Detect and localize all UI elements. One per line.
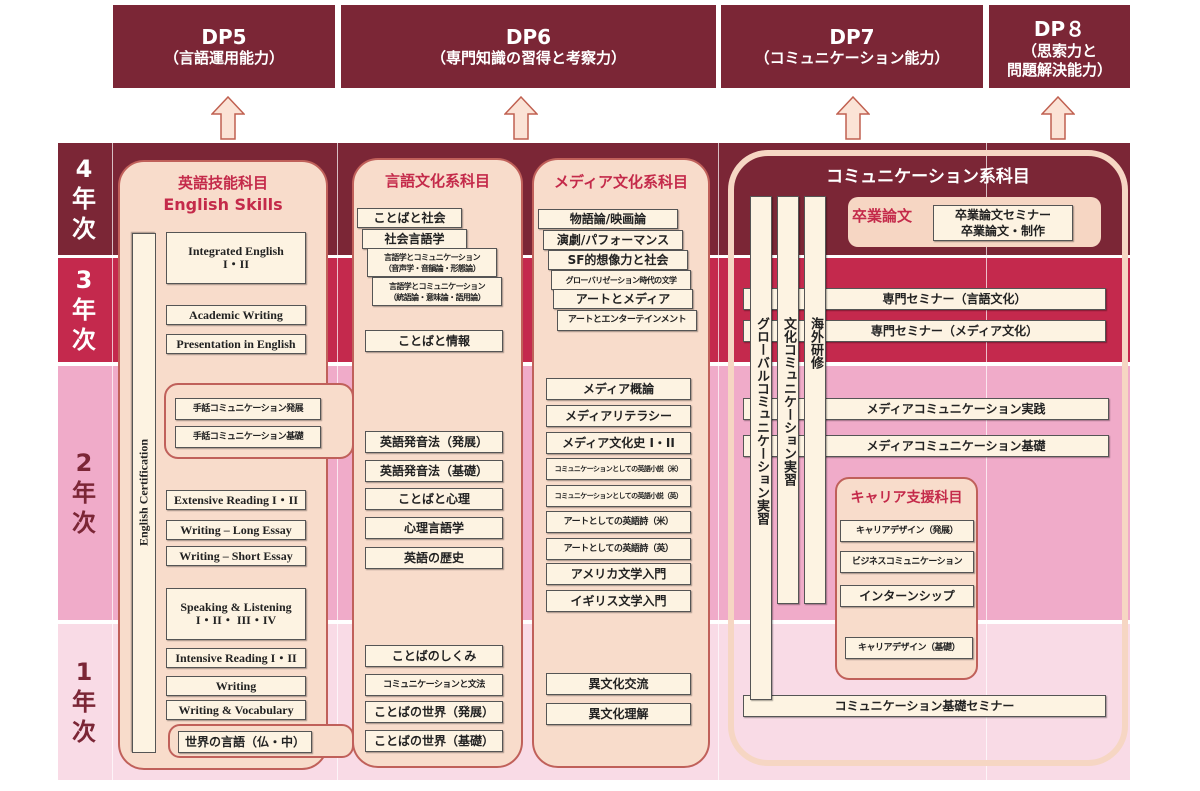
course-item: 言語学とコミュニケーション （音声学・音韻論・形態論） <box>367 248 497 277</box>
course-item: 異文化交流 <box>546 673 691 695</box>
course-item: 演劇/パフォーマンス <box>543 230 683 250</box>
language-culture-title: 言語文化系科目 <box>384 172 490 190</box>
course-item: メディア文化史 I・II <box>546 432 691 454</box>
english-certification: English Certification <box>132 233 156 753</box>
course-item: Integrated English I・II <box>166 232 306 284</box>
course-bar: 専門セミナー（メディア文化） <box>743 320 1106 342</box>
dp5-header: DP5（言語運用能力） <box>113 5 335 88</box>
course-item: メディア概論 <box>546 378 691 400</box>
up-arrow-icon <box>1041 96 1075 140</box>
course-item: SF的想像力と社会 <box>548 250 688 270</box>
course-item: アートとメディア <box>553 289 693 309</box>
course-item: 手話コミュニケーション基礎 <box>175 426 321 448</box>
course-item: 物語論/映画論 <box>538 209 678 229</box>
dp-number: DP6 <box>505 25 552 49</box>
course-item: Extensive Reading I・II <box>166 490 306 510</box>
media-culture-title: メディア文化系科目 <box>554 173 688 191</box>
course-item: Speaking & Listening I・II・ III・IV <box>166 588 306 640</box>
course-item: アメリカ文学入門 <box>546 563 691 585</box>
year4-label: 4 年 次 <box>72 155 96 243</box>
course-item: Academic Writing <box>166 305 306 325</box>
course-item: ことばの世界（基礎） <box>365 730 503 752</box>
dp-number: DP5 <box>201 25 247 49</box>
course-item: 英語発音法（基礎） <box>365 460 503 482</box>
career-title: キャリア支援科目 <box>850 490 963 506</box>
course-item: ビジネスコミュニケーション <box>840 551 974 573</box>
course-item: メディアリテラシー <box>546 405 691 427</box>
course-bar: メディアコミュニケーション実践 <box>743 398 1109 420</box>
course-item: Writing – Long Essay <box>166 520 306 540</box>
course-item: イギリス文学入門 <box>546 590 691 612</box>
course-item: Intensive Reading I・II <box>166 648 306 668</box>
course-item: グローバリゼーション時代の文学 <box>551 270 691 290</box>
vertical-course-item: グローバルコミュニケーション実習 <box>750 196 772 700</box>
course-item: 卒業論文セミナー 卒業論文・制作 <box>933 205 1073 241</box>
course-item: アートとしての英語詩（米） <box>546 511 691 533</box>
course-item: インターンシップ <box>840 585 974 607</box>
course-item: ことばと社会 <box>357 208 462 228</box>
course-item: Writing <box>166 676 306 696</box>
dp-subtitle: （コミュニケーション能力） <box>754 49 950 67</box>
dp-subtitle: （思索力と 問題解決能力） <box>1006 42 1112 79</box>
year2-label: 2 年 次 <box>72 449 96 537</box>
course-item: Writing – Short Essay <box>166 546 306 566</box>
course-item: 英語発音法（発展） <box>365 431 503 453</box>
course-item: 心理言語学 <box>365 517 503 539</box>
dp-subtitle: （言語運用能力） <box>163 49 284 67</box>
course-item: コミュニケーションとしての英語小説（米） <box>546 458 691 480</box>
course-item: 社会言語学 <box>362 229 467 249</box>
course-item: ことばと心理 <box>365 488 503 510</box>
course-bar: メディアコミュニケーション基礎 <box>743 435 1109 457</box>
dp8-header: DP８（思索力と 問題解決能力） <box>989 5 1130 88</box>
course-item: ことばの世界（発展） <box>365 701 503 723</box>
communication-title: コミュニケーション系科目 <box>826 167 1030 187</box>
course-item: 手話コミュニケーション発展 <box>175 398 321 420</box>
vertical-course-item: 海外研修 <box>804 196 826 604</box>
dp-number: DP7 <box>829 25 875 49</box>
course-item: キャリアデザイン（基礎） <box>845 637 973 659</box>
communication-group <box>728 150 1128 766</box>
up-arrow-icon <box>504 96 538 140</box>
dp-subtitle: （専門知識の習得と考察力） <box>430 49 626 67</box>
course-item: 英語の歴史 <box>365 547 503 569</box>
course-item: アートとしての英語詩（英） <box>546 538 691 560</box>
course-item: アートとエンターテインメント <box>557 310 697 331</box>
course-item: Writing & Vocabulary <box>166 700 306 720</box>
dp6-header: DP6（専門知識の習得と考察力） <box>341 5 716 88</box>
course-item: ことばと情報 <box>365 330 503 352</box>
year3-label: 3 年 次 <box>72 266 96 354</box>
course-bar: 専門セミナー（言語文化） <box>743 288 1106 310</box>
dp7-header: DP7（コミュニケーション能力） <box>721 5 983 88</box>
course-item: 言語学とコミュニケーション （統語論・意味論・語用論） <box>372 277 502 306</box>
course-item: Presentation in English <box>166 334 306 354</box>
course-item: 異文化理解 <box>546 703 691 725</box>
up-arrow-icon <box>211 96 245 140</box>
up-arrow-icon <box>836 96 870 140</box>
course-item: ことばのしくみ <box>365 645 503 667</box>
course-bar: コミュニケーション基礎セミナー <box>743 695 1106 717</box>
course-item: キャリアデザイン（発展） <box>840 520 974 542</box>
course-item: コミュニケーションと文法 <box>365 674 503 696</box>
year1-label: 1 年 次 <box>72 658 96 746</box>
course-item: 世界の言語（仏・中） <box>178 731 312 753</box>
thesis-label: 卒業論文 <box>852 207 913 225</box>
dp-number: DP８ <box>1033 17 1086 41</box>
course-item: コミュニケーションとしての英語小説（英） <box>546 485 691 507</box>
vertical-course-item: 文化コミュニケーション実習 <box>777 196 799 604</box>
